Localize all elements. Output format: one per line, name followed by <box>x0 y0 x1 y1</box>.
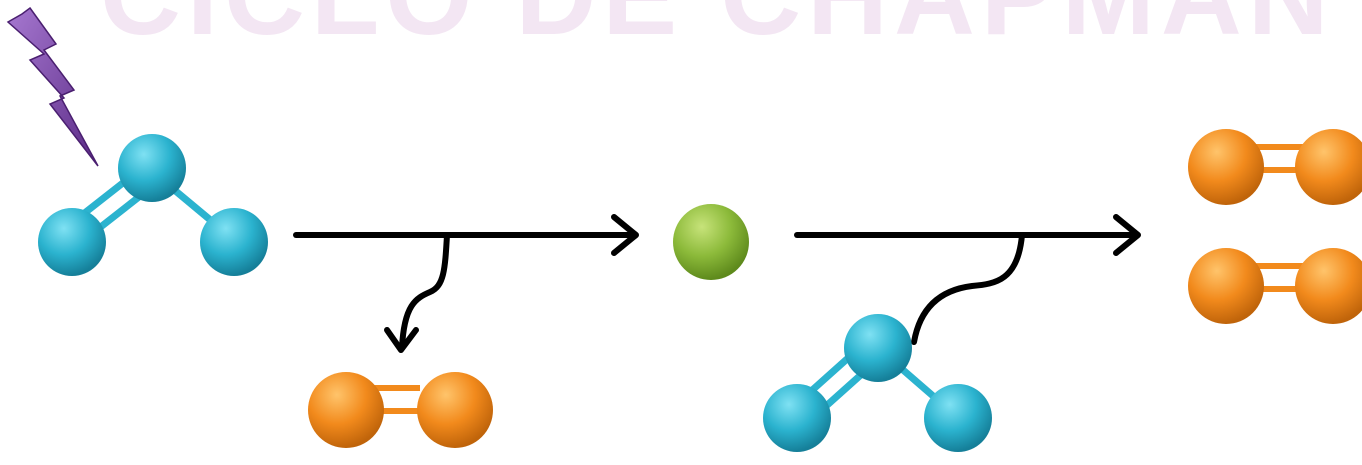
oxygen-atom-left <box>763 384 831 452</box>
reaction-arrow-1 <box>293 214 639 256</box>
oxygen-atom-right <box>417 372 493 448</box>
free-oxygen-atom <box>673 204 749 280</box>
oxygen-atom-left <box>1188 248 1264 324</box>
oxygen-atom-top <box>118 134 186 202</box>
oxygen-atom-top <box>844 314 912 382</box>
arrowhead <box>611 214 639 256</box>
arrowhead <box>384 327 419 353</box>
oxygen-atom-right <box>1295 248 1362 324</box>
reaction-arrow-2 <box>794 214 1141 256</box>
oxygen-atom-left <box>308 372 384 448</box>
oxygen-molecule-product-bottom <box>1188 248 1362 324</box>
arrowhead <box>1113 214 1141 256</box>
faded-title-remnant: CICLO DE CHAPMAN <box>100 0 1335 58</box>
ozone-molecule-reactant <box>38 134 268 276</box>
oxygen-atom-right <box>924 384 992 452</box>
branch-arrow-down <box>384 232 450 353</box>
oxygen-molecule-product-top <box>1188 129 1362 205</box>
oxygen-atom-right <box>1295 129 1362 205</box>
oxygen-molecule-byproduct <box>308 372 493 448</box>
oxygen-atom-right <box>200 208 268 276</box>
ozone-molecule-co-reactant <box>763 314 992 452</box>
oxygen-atom-left <box>1188 129 1264 205</box>
lightning-bolt-icon <box>6 6 99 167</box>
branch-line-up <box>911 232 1025 345</box>
oxygen-atom-left <box>38 208 106 276</box>
